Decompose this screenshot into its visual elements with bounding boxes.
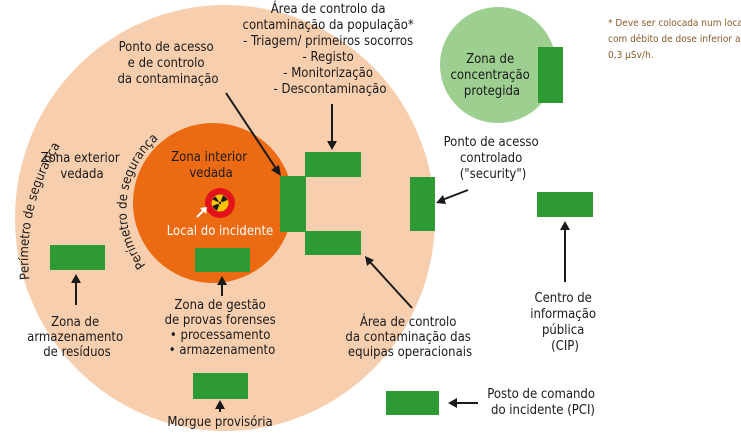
population-control-box-top	[305, 152, 361, 177]
command-post-box	[386, 391, 439, 415]
population-control-label: Área de controlo da contaminação da popu…	[243, 1, 418, 97]
team-control-label: Área de controlo da contaminação das equ…	[345, 314, 474, 360]
command-post-label: Posto de comando do incidente (PCI)	[487, 387, 598, 418]
dose-note: * Deve ser colocada num local com débito…	[608, 18, 741, 61]
radiation-hazard-icon	[205, 188, 235, 218]
forensics-label: Zona de gestão de provas forenses • proc…	[165, 298, 280, 358]
access-point-label: Ponto de acesso e de controlo da contami…	[117, 40, 218, 87]
morgue-label: Morgue provisória	[167, 415, 272, 430]
morgue-box	[193, 373, 248, 399]
forensics-box	[195, 248, 250, 272]
waste-storage-box	[50, 245, 105, 270]
incident-site-label: Local do incidente	[167, 224, 273, 239]
security-point-label: Ponto de acesso controlado ("security")	[444, 135, 543, 182]
team-control-box	[305, 231, 361, 255]
zone-interior-label: Zona interior vedada	[171, 150, 251, 181]
protected-concentration-zone	[440, 7, 556, 123]
protected-zone-label: Zona de concentração protegida	[450, 52, 533, 99]
access-point-box	[280, 176, 306, 232]
security-point-box	[410, 177, 435, 231]
protected-zone-box	[538, 47, 563, 103]
cip-label: Centro de informação pública (CIP)	[530, 291, 600, 354]
arrows	[71, 92, 570, 412]
green-boxes	[50, 47, 593, 415]
incident-pointer-icon	[196, 207, 207, 218]
zone-exterior-label: Zona exterior vedada	[41, 151, 124, 182]
cip-box	[537, 192, 593, 217]
waste-storage-label: Zona de armazenamento de resíduos	[27, 315, 127, 360]
